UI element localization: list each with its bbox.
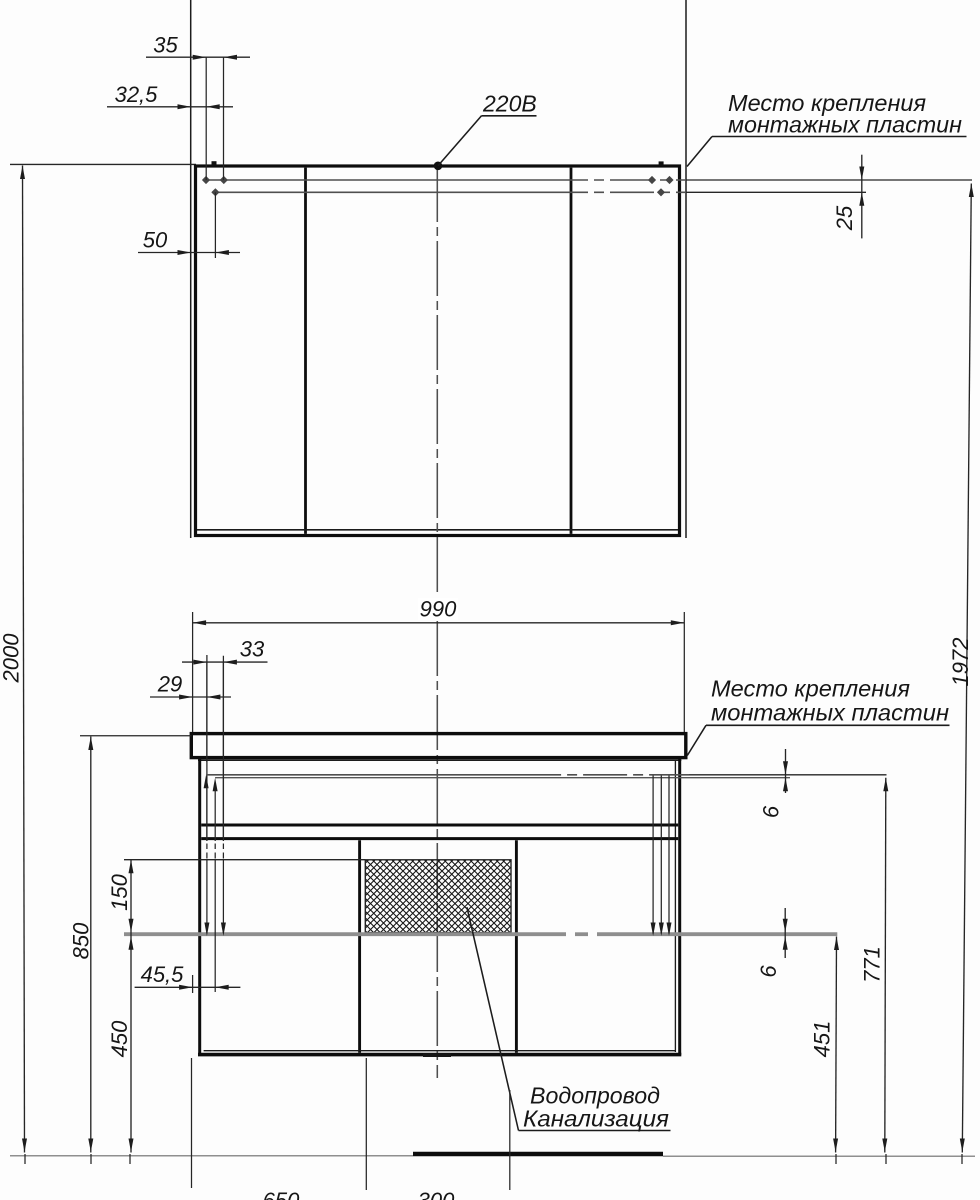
svg-text:300: 300 xyxy=(418,1188,455,1200)
svg-text:Водопровод: Водопровод xyxy=(530,1083,660,1109)
svg-text:29: 29 xyxy=(157,672,182,697)
svg-text:33: 33 xyxy=(240,637,265,662)
svg-text:Место крепления: Место крепления xyxy=(711,676,910,702)
svg-text:771: 771 xyxy=(860,946,885,983)
svg-text:451: 451 xyxy=(810,1021,835,1058)
svg-text:32,5: 32,5 xyxy=(115,82,159,107)
svg-text:650: 650 xyxy=(263,1188,300,1200)
svg-text:Место крепления: Место крепления xyxy=(728,90,926,116)
svg-text:монтажных пластин: монтажных пластин xyxy=(711,700,949,726)
svg-text:450: 450 xyxy=(107,1020,132,1057)
svg-text:6: 6 xyxy=(759,805,784,818)
svg-text:850: 850 xyxy=(69,922,94,959)
svg-text:6: 6 xyxy=(756,965,781,978)
svg-text:150: 150 xyxy=(107,873,132,910)
svg-text:Канализация: Канализация xyxy=(523,1106,669,1132)
svg-text:35: 35 xyxy=(153,33,178,58)
svg-text:45,5: 45,5 xyxy=(141,962,185,987)
svg-text:990: 990 xyxy=(420,597,457,622)
svg-text:220В: 220В xyxy=(482,91,537,117)
svg-text:2000: 2000 xyxy=(0,633,24,684)
svg-text:50: 50 xyxy=(143,228,168,253)
svg-text:25: 25 xyxy=(832,205,857,231)
svg-text:монтажных пластин: монтажных пластин xyxy=(728,112,962,138)
svg-text:1972: 1972 xyxy=(948,638,973,687)
